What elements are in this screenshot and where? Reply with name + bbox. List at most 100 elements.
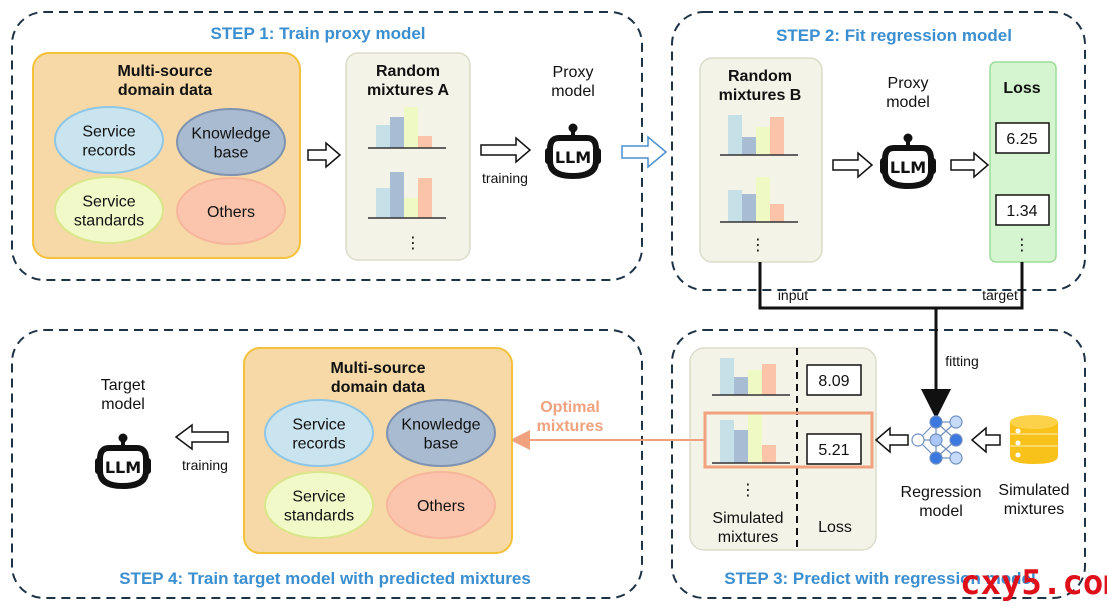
proxy-model2-title-1: Proxy [888,75,929,92]
mixture-bar [762,445,776,463]
watermark: cxy5.com [960,563,1107,603]
regression-label-1: Regression [901,484,982,501]
step1-domain-0: Service records [54,106,164,174]
domain-ellipse [176,108,286,176]
domain-ellipse [264,471,374,539]
simulated-chart-2 [712,414,790,464]
col-loss: Loss [818,519,852,536]
step1-domain-title-1: Multi-source [117,63,212,80]
mixture-bar [728,115,742,155]
mixtures-a-ellipsis: ⋮ [405,235,421,252]
loss-ellipsis: ⋮ [1014,237,1030,254]
domain-ellipse [264,399,374,467]
step4-title: STEP 4: Train target model with predicte… [119,569,531,588]
mixture-bar [376,125,390,148]
proxy-to-loss-arrow [950,151,990,179]
simulated-label-2: mixtures [1004,501,1064,518]
domain-to-mixtures-arrow [307,141,342,169]
step4-domain-1: Knowledge base [386,399,496,467]
mixtures-b-title-2: mixtures B [719,87,802,104]
domain-label: standards [74,213,144,230]
target-label: target [982,287,1018,303]
mixture-bar [390,172,404,218]
loss-value-box-1 [995,122,1050,154]
llm-icon-text: LLM [890,158,926,177]
step1-domain-3: Others [176,177,286,245]
domain-label: records [82,143,135,160]
mixture-bar [404,107,418,148]
mixture-bar [770,117,784,155]
domain-label: Others [417,498,465,515]
mixture-bar [418,136,432,148]
mixture-b-chart-2 [720,177,798,223]
loss-value-1: 6.25 [1006,131,1037,148]
mixture-b-chart-1 [720,115,798,156]
regression-model-icon [911,415,963,465]
domain-label: base [424,436,459,453]
mixtures-to-proxy-arrow [832,151,874,179]
step4-domain-0: Service records [264,399,374,467]
step4-training-label: training [182,457,228,473]
optimal-label-1: Optimal [540,399,600,416]
llm-icon-text: LLM [105,458,141,477]
simulated-chart-1 [712,358,790,396]
mixture-bar [390,117,404,148]
simulated-mixtures-panel [689,347,877,551]
domain-label: Knowledge [401,417,480,434]
mixture-bar [762,364,776,395]
mixture-bar [742,137,756,155]
step1-domain-title-2: domain data [118,82,212,99]
domain-ellipse [54,106,164,174]
mixture-a-chart-2 [368,172,446,219]
loss-value-box-2 [995,194,1050,226]
mixture-bar [376,188,390,218]
step1-training-label: training [482,170,528,186]
mixture-bar [756,177,770,222]
domain-label: Service [82,124,135,141]
domain-ellipse [386,399,496,467]
predicted-loss-box-2 [806,433,862,465]
training-arrow [480,136,532,164]
mixtures-b-ellipsis: ⋮ [750,237,766,254]
mixture-bar [404,198,418,218]
step4-domain-title-1: Multi-source [330,360,425,377]
domain-label: standards [284,508,354,525]
mixture-bar [748,370,762,395]
target-llm-icon: LLM [95,433,151,490]
step1-title: STEP 1: Train proxy model [210,24,425,43]
target-model-title-1: Target [101,377,146,394]
mixture-bar [720,420,734,463]
mixture-bar [748,414,762,463]
domain-ellipse [386,471,496,539]
mixture-bar [756,127,770,155]
step2-title: STEP 2: Fit regression model [776,26,1012,45]
step4-domain-title-2: domain data [331,379,425,396]
domain-label: Service [292,417,345,434]
proxy-model-title-2: model [551,83,595,100]
mixture-bar [734,430,748,463]
domain-ellipse [176,177,286,245]
predicted-loss-1: 8.09 [818,373,849,390]
mixture-bar [728,190,742,222]
mixtures-a-title-1: Random [376,63,440,80]
domain-label: Service [82,194,135,211]
proxy-model-title-1: Proxy [553,64,594,81]
input-target-connector [758,262,1024,310]
target-model-title-2: model [101,396,145,413]
fitting-label: fitting [945,353,978,369]
mixtures-b-title-1: Random [728,68,792,85]
domain-label: records [292,436,345,453]
mixture-bar [418,178,432,218]
optimal-label-2: mixtures [537,418,604,435]
proxy-llm-icon: LLM [545,123,601,180]
mixture-bar [720,358,734,395]
mixture-bar [770,204,784,222]
simulated-ellipsis: ⋮ [740,482,756,499]
step1-domain-2: Service standards [54,176,164,244]
step4-training-arrow [174,423,229,451]
col-mixtures-2: mixtures [718,529,778,546]
col-mixtures-1: Simulated [712,510,783,527]
regression-to-table-arrow [874,426,909,454]
